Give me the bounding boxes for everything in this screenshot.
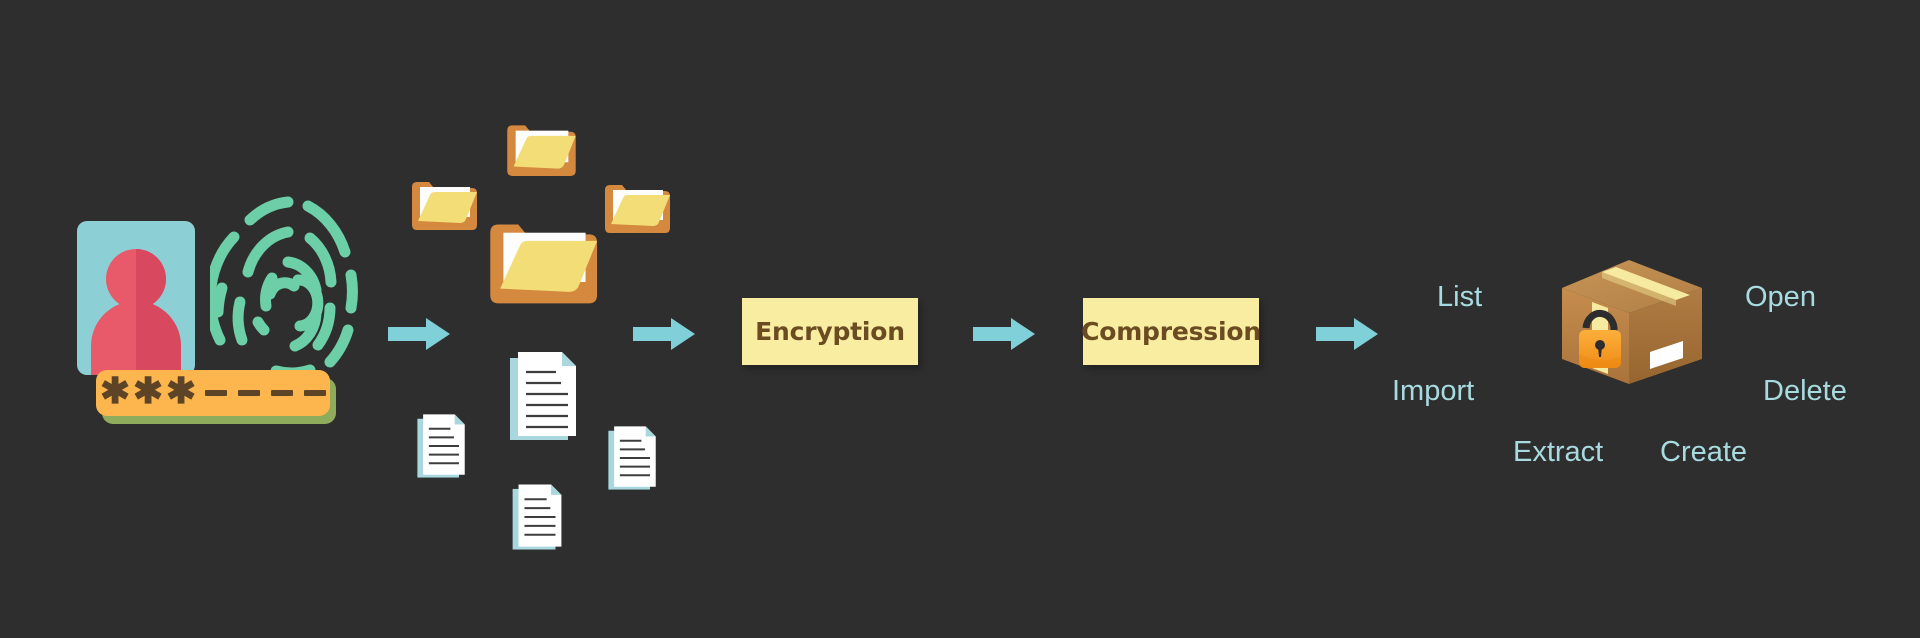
id-card-icon — [77, 221, 195, 375]
document-icon — [608, 425, 659, 496]
folder-icon-large — [487, 213, 602, 310]
password-mask-char: ✱ — [166, 370, 197, 411]
document-icon — [512, 483, 565, 556]
archive-operation-delete[interactable]: Delete — [1763, 375, 1847, 407]
folder-icon — [603, 178, 673, 239]
flow-arrow-4-icon — [1316, 318, 1378, 355]
avatar-head-shade — [136, 249, 166, 309]
archive-operation-import[interactable]: Import — [1392, 375, 1475, 407]
password-mask-char: ✱ — [100, 370, 131, 411]
flow-arrow-1-icon — [388, 318, 450, 355]
password-empty-slot — [205, 390, 227, 396]
process-step-compression[interactable]: Compression — [1081, 298, 1261, 365]
archive-operation-open[interactable]: Open — [1745, 281, 1816, 313]
process-step-label: Encryption — [755, 317, 905, 346]
folder-icon — [505, 118, 579, 182]
archive-operation-list[interactable]: List — [1437, 281, 1483, 313]
document-icon — [417, 413, 468, 484]
archive-operation-create[interactable]: Create — [1660, 436, 1748, 468]
password-empty-slot — [238, 390, 260, 396]
password-empty-slot — [304, 390, 326, 396]
password-empty-slot — [271, 390, 293, 396]
locked-package-box-icon — [1556, 258, 1706, 386]
process-step-encryption[interactable]: Encryption — [742, 298, 918, 365]
process-step-label: Compression — [1081, 317, 1261, 346]
fingerprint-icon — [204, 190, 360, 380]
avatar-body-shade — [136, 301, 181, 375]
folder-icon — [410, 175, 480, 236]
password-field[interactable]: ✱ ✱ ✱ — [96, 370, 330, 416]
document-icon-large — [510, 350, 580, 447]
flow-arrow-2-icon — [633, 318, 695, 355]
password-mask-char: ✱ — [133, 370, 164, 411]
password-empty-slots — [205, 390, 326, 396]
archive-operation-extract[interactable]: Extract — [1513, 436, 1604, 468]
password-field-icon[interactable]: ✱ ✱ ✱ — [96, 370, 336, 424]
flow-arrow-3-icon — [973, 318, 1035, 355]
